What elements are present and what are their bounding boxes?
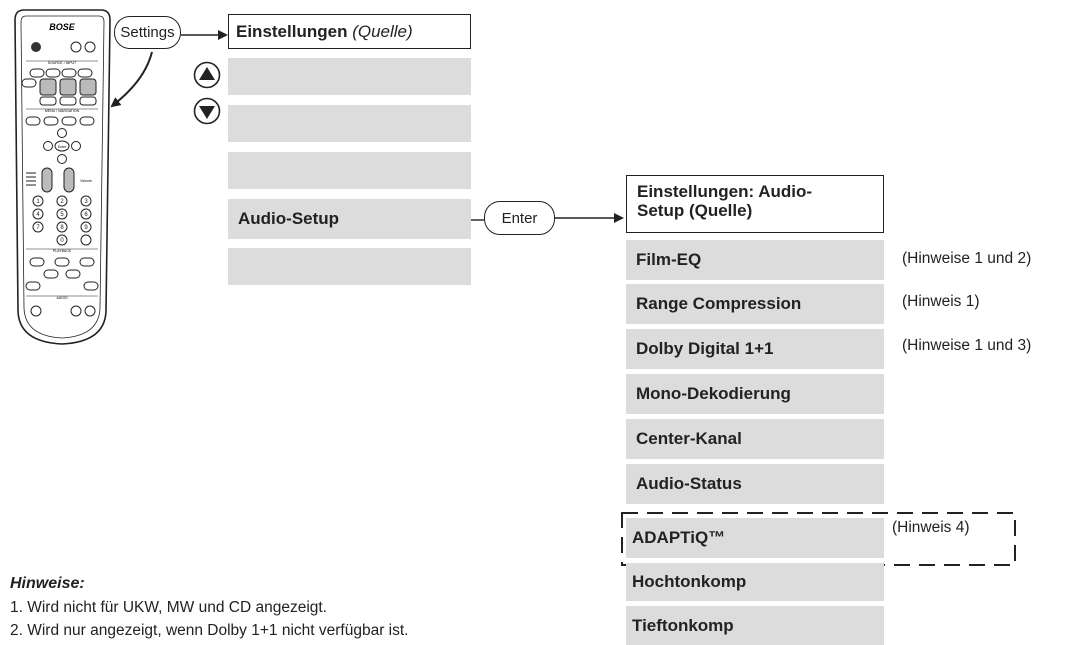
menu2-item-label: Tieftonkomp [632, 615, 734, 635]
notes-line: 1. Wird nicht für UKW, MW und CD angezei… [10, 599, 327, 616]
menu1-title-paren: (Quelle) [352, 21, 413, 41]
menu2-item-tieftonkomp[interactable]: Tieftonkomp [626, 606, 884, 645]
menu2-title-box: Einstellungen: Audio- Setup (Quelle) [626, 175, 884, 233]
menu1-item-empty-3[interactable] [228, 152, 471, 189]
menu1-item-empty-4[interactable] [228, 248, 471, 285]
settings-to-remote-curve [110, 51, 153, 108]
svg-text:SOURCE / INPUT: SOURCE / INPUT [48, 61, 77, 65]
menu2-item-audio-status[interactable]: Audio-Status [626, 464, 884, 504]
svg-text:2: 2 [60, 199, 64, 205]
menu1-title: Einstellungen [236, 21, 348, 41]
svg-text:Enter: Enter [58, 145, 67, 149]
menu1-item-label: Audio-Setup [238, 209, 340, 228]
menu2-item-label: Film-EQ [636, 250, 702, 269]
svg-text:7: 7 [36, 225, 40, 231]
svg-text:1: 1 [36, 199, 40, 205]
svg-text:6: 6 [84, 212, 88, 218]
menu2-item-hochtonkomp[interactable]: Hochtonkomp [626, 563, 884, 601]
menu2-item-range-compression[interactable]: Range Compression [626, 284, 884, 324]
menu2-item-note: (Hinweis 1) [902, 293, 980, 310]
menu2-item-label: Mono-Dekodierung [636, 384, 791, 403]
menu2-item-label: Dolby Digital 1+1 [636, 339, 774, 358]
notes-line: 2. Wird nur angezeigt, wenn Dolby 1+1 ni… [10, 622, 409, 639]
svg-text:0: 0 [60, 238, 64, 244]
menu2-item-dolby-digital[interactable]: Dolby Digital 1+1 [626, 329, 884, 369]
menu2-item-label: Hochtonkomp [632, 572, 747, 591]
enter-button[interactable]: Enter [484, 201, 555, 235]
menu2-title-line2: Setup (Quelle) [637, 201, 753, 220]
svg-text:Volume: Volume [80, 179, 92, 183]
up-arrow-button-icon[interactable] [193, 61, 221, 89]
adaptiq-dashed-box [621, 512, 1016, 566]
menu2-item-note: (Hinweis 4) [892, 519, 970, 536]
settings-button[interactable]: Settings [114, 16, 181, 49]
remote-brand: BOSE [49, 22, 76, 32]
menu1-title-box: Einstellungen (Quelle) [228, 14, 471, 49]
svg-text:5: 5 [60, 212, 64, 218]
menu1-item-empty-2[interactable] [228, 105, 471, 142]
menu2-item-note: (Hinweise 1 und 3) [902, 337, 1032, 354]
menu2-item-note: (Hinweise 1 und 2) [902, 250, 1032, 267]
menu2-item-label: Audio-Status [636, 474, 742, 493]
menu2-item-adaptiq[interactable]: ADAPTiQ™ [626, 518, 884, 558]
remote-control: BOSE SOURCE / INPUT MENU / NAVIGATION En… [14, 9, 111, 345]
notes-title: Hinweise: [10, 575, 85, 592]
menu2-item-label: Range Compression [636, 294, 802, 313]
menu1-item-audio-setup[interactable]: Audio-Setup [228, 199, 471, 239]
menu2-item-label: ADAPTiQ™ [632, 528, 726, 547]
menu2-item-film-eq[interactable]: Film-EQ [626, 240, 884, 280]
svg-text:4: 4 [36, 212, 40, 218]
menu2-item-center-kanal[interactable]: Center-Kanal [626, 419, 884, 459]
svg-text:MENU / NAVIGATION: MENU / NAVIGATION [45, 109, 80, 113]
svg-text:PLAYBACK: PLAYBACK [53, 249, 72, 253]
down-arrow-button-icon[interactable] [193, 97, 221, 125]
menu2-title-line1: Einstellungen: Audio- [637, 182, 813, 201]
menu1-item-empty-1[interactable] [228, 58, 471, 95]
menu2-item-label: Center-Kanal [636, 429, 742, 448]
svg-text:3: 3 [84, 199, 88, 205]
svg-text:AUDIO: AUDIO [56, 296, 67, 300]
svg-text:9: 9 [84, 225, 88, 231]
menu2-item-mono-dekodierung[interactable]: Mono-Dekodierung [626, 374, 884, 414]
svg-text:8: 8 [60, 225, 64, 231]
